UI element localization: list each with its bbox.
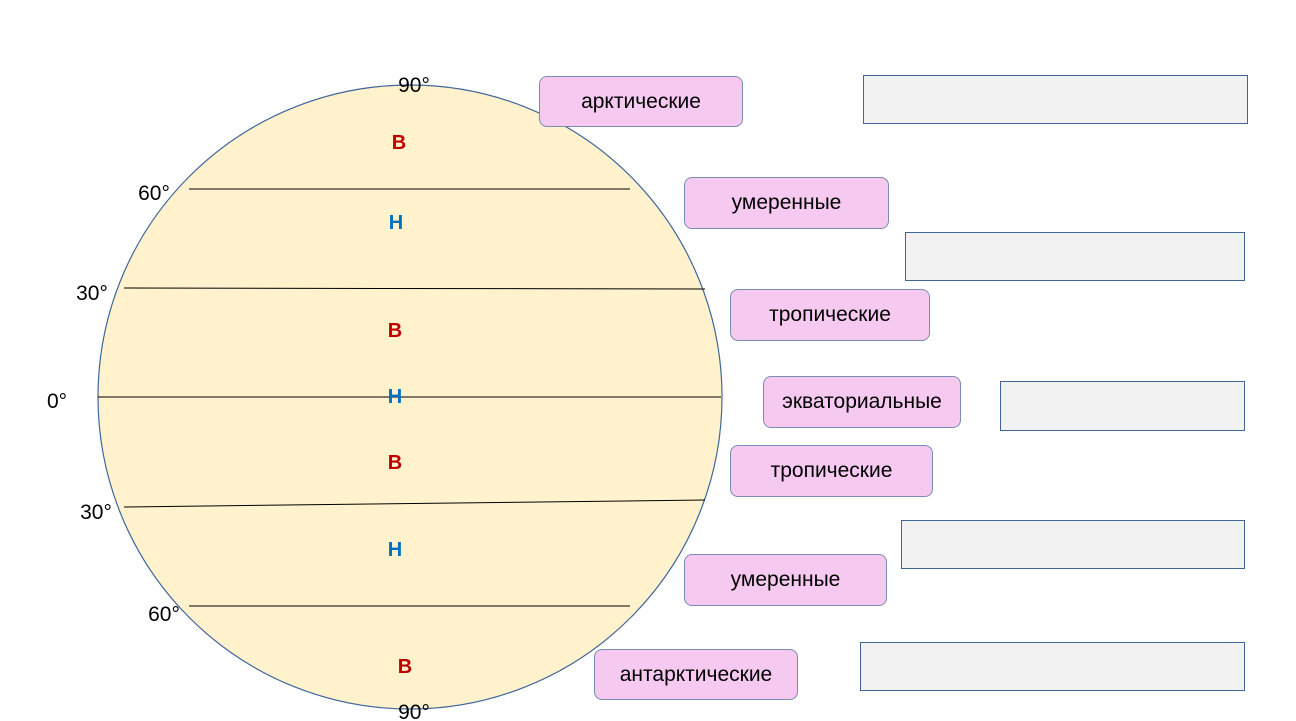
latitude-label-60-north: 60° bbox=[138, 182, 170, 205]
pressure-marker-north-tropical: В bbox=[388, 320, 402, 342]
belt-label-north-temperate[interactable]: умеренные bbox=[684, 177, 889, 229]
parallel-30-south bbox=[123, 499, 706, 508]
belt-label-equatorial[interactable]: экваториальные bbox=[763, 376, 961, 428]
answer-box-3[interactable] bbox=[1000, 381, 1245, 431]
answer-box-2[interactable] bbox=[905, 232, 1245, 281]
pressure-marker-south-temperate: Н bbox=[388, 539, 402, 561]
latitude-label-equator: 0° bbox=[47, 390, 67, 413]
latitude-label-30-south: 30° bbox=[80, 501, 112, 524]
answer-box-5[interactable] bbox=[860, 642, 1245, 691]
latitude-label-60-south: 60° bbox=[148, 603, 180, 626]
latitude-label-30-north: 30° bbox=[76, 282, 108, 305]
answer-box-1[interactable] bbox=[863, 75, 1248, 124]
pressure-marker-arctic: В bbox=[392, 132, 406, 154]
latitude-label-90-south: 90° bbox=[398, 701, 430, 721]
belt-label-arctic[interactable]: арктические bbox=[539, 76, 743, 127]
pressure-marker-south-tropical: В bbox=[388, 452, 402, 474]
parallel-30-north bbox=[123, 287, 706, 290]
answer-box-4[interactable] bbox=[901, 520, 1245, 569]
pressure-marker-north-temperate: Н bbox=[389, 212, 403, 234]
belt-label-south-tropical[interactable]: тропические bbox=[730, 445, 933, 497]
belt-label-antarctic[interactable]: антарктические bbox=[594, 649, 798, 700]
belt-label-north-tropical[interactable]: тропические bbox=[730, 289, 930, 341]
belt-label-south-temperate[interactable]: умеренные bbox=[684, 554, 887, 606]
pressure-marker-antarctic: В bbox=[398, 656, 412, 678]
latitude-label-90-north: 90° bbox=[398, 74, 430, 97]
pressure-marker-equatorial: Н bbox=[388, 386, 402, 408]
